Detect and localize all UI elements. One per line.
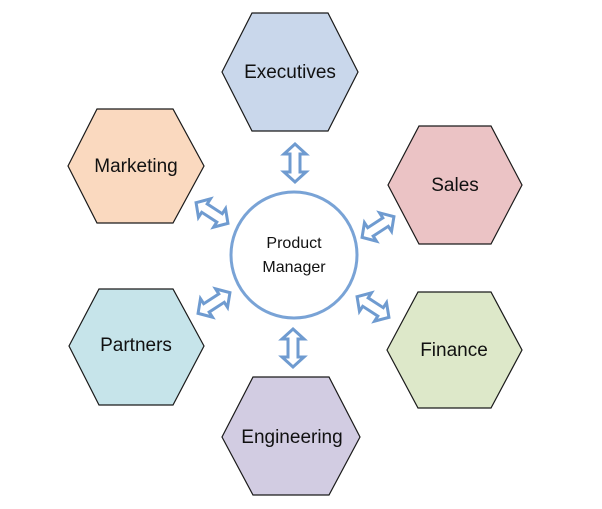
partners-hexagon	[68, 288, 205, 406]
center-circle	[229, 190, 359, 320]
executives-hexagon	[221, 12, 359, 132]
arrow-marketing	[194, 196, 230, 230]
arrow-partners	[196, 286, 232, 320]
partners-label: Partners	[100, 335, 172, 356]
node-executives: Executives	[221, 12, 359, 132]
arrow-sales	[360, 210, 396, 244]
arrow-engineering	[278, 326, 308, 370]
engineering-label: Engineering	[241, 427, 342, 448]
node-finance: Finance	[386, 291, 523, 409]
center-label-line1: Product	[266, 235, 322, 252]
sales-label: Sales	[431, 175, 479, 196]
sales-hexagon	[387, 125, 523, 245]
arrow-finance	[355, 290, 391, 324]
center-node: Product Manager	[229, 190, 359, 320]
finance-label: Finance	[420, 340, 488, 361]
executives-label: Executives	[244, 62, 336, 83]
marketing-hexagon	[67, 108, 205, 224]
marketing-label: Marketing	[94, 156, 177, 177]
node-partners: Partners	[68, 288, 205, 406]
finance-hexagon	[386, 291, 523, 409]
node-engineering: Engineering	[221, 376, 361, 496]
engineering-hexagon	[221, 376, 361, 496]
node-sales: Sales	[387, 125, 523, 245]
node-marketing: Marketing	[67, 108, 205, 224]
center-label-line2: Manager	[262, 259, 326, 276]
arrow-executives	[280, 141, 310, 185]
